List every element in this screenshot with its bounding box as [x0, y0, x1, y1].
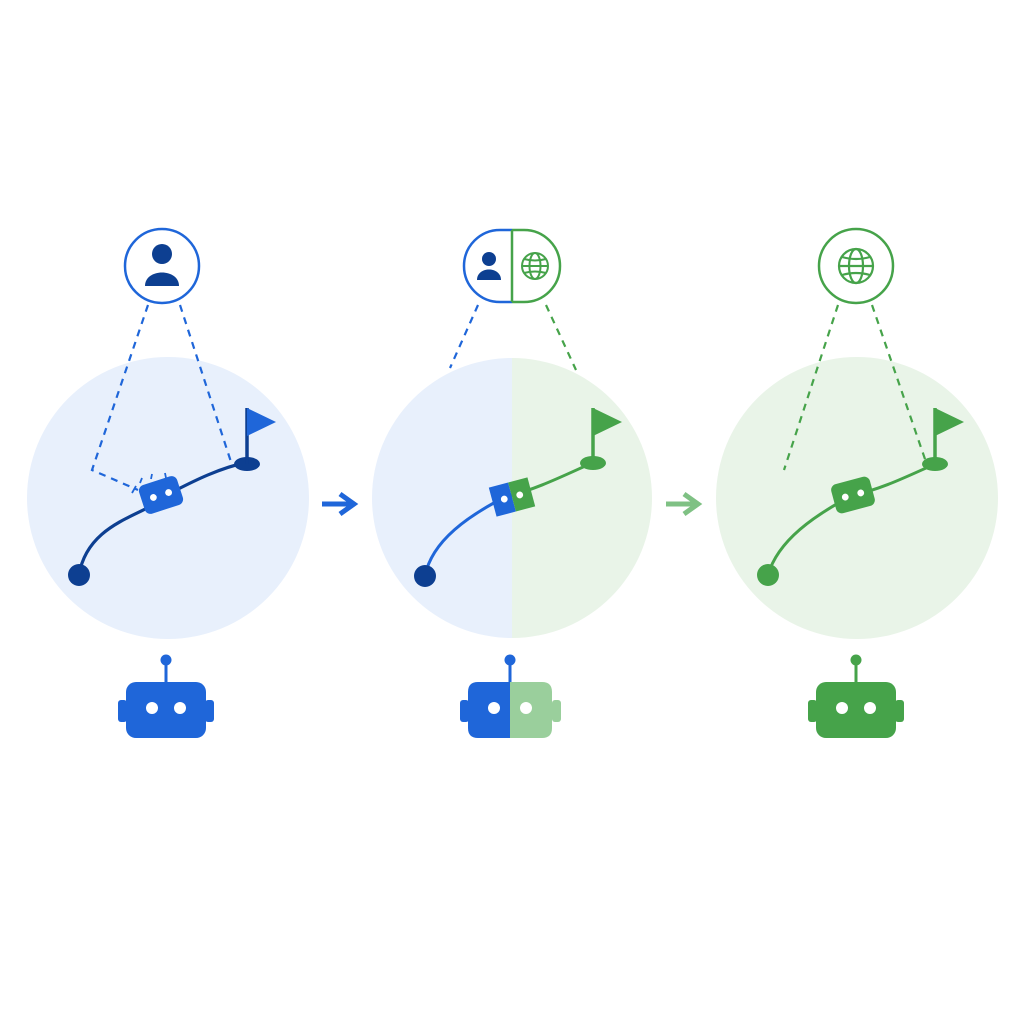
globe-icon — [837, 247, 875, 285]
overseer-badge — [462, 228, 562, 304]
oversight-dashed-line — [178, 304, 234, 466]
agent-marker — [831, 476, 875, 514]
robot-icon — [460, 654, 561, 738]
start-point — [757, 564, 779, 586]
oversight-dashed-line — [782, 304, 840, 471]
overseer-badge — [123, 227, 201, 305]
arrow-right-icon — [322, 491, 359, 517]
stage-human-guided — [27, 227, 309, 738]
person-icon — [477, 252, 501, 280]
globe-icon — [521, 252, 549, 280]
start-point — [68, 564, 90, 586]
start-point — [414, 565, 436, 587]
robot-icon — [808, 654, 904, 738]
oversight-dashed-line — [90, 304, 150, 492]
motion-marks — [131, 472, 167, 494]
stage-world-guided — [716, 227, 998, 738]
goal-flag-icon — [593, 408, 622, 436]
goal-flag-icon — [935, 408, 964, 436]
arrow-right-icon — [666, 491, 703, 517]
agent-marker — [138, 476, 184, 514]
oversight-dashed-line — [448, 304, 480, 369]
oversight-dashed-line — [545, 304, 577, 371]
trajectory-path — [512, 461, 593, 497]
agent-marker — [488, 477, 536, 517]
goal-flag-icon — [247, 408, 276, 436]
person-icon — [145, 244, 179, 286]
overseer-badge — [817, 227, 895, 305]
oversight-dashed-line — [870, 304, 928, 463]
robot-icon — [118, 654, 214, 738]
stage-mixed — [372, 228, 652, 738]
